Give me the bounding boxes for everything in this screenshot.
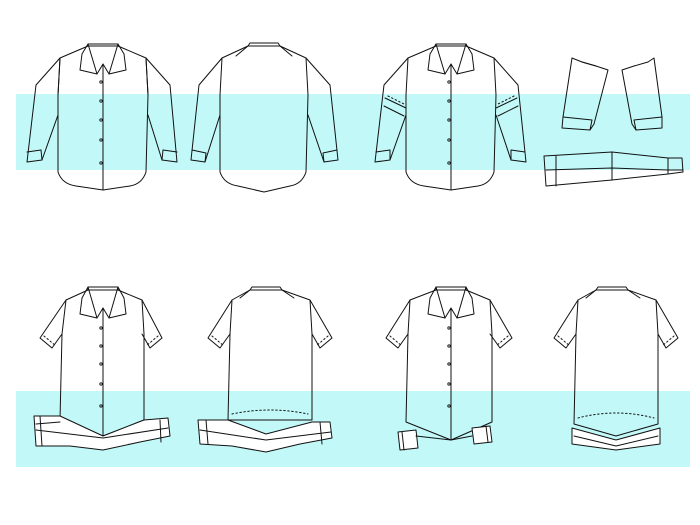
sleeve-pieces	[543, 57, 684, 187]
shirt-short-sleeve-front-pockets	[385, 286, 513, 451]
shirt-long-sleeve-back	[190, 42, 339, 193]
shirt-short-sleeve-back	[553, 286, 679, 451]
shirt-short-sleeve-back-band	[197, 286, 333, 453]
highlight-band-bottom	[16, 391, 690, 467]
shirt-long-sleeve-front	[26, 43, 178, 191]
shirt-short-sleeve-front-band	[33, 286, 171, 451]
highlight-band-top	[16, 94, 690, 170]
shirt-long-sleeve-front-elbow-seam	[374, 43, 527, 191]
